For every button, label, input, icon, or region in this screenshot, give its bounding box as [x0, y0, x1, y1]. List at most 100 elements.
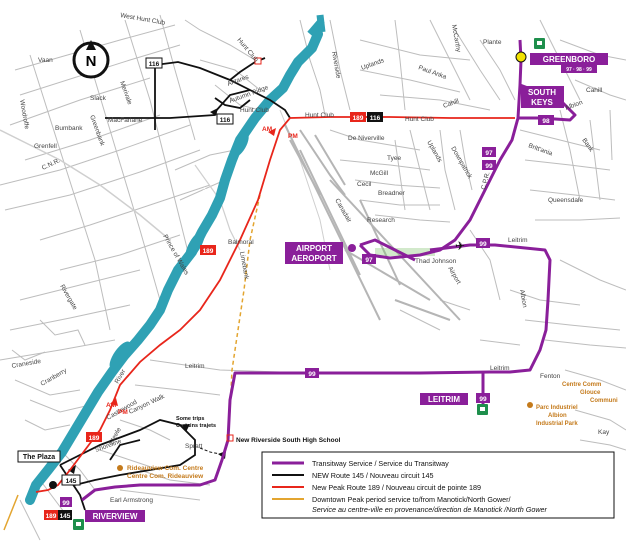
- badge-116-macfarlane: 116: [220, 117, 231, 124]
- annotation-am-north: AM: [262, 126, 272, 133]
- label-cnr: C.N.R.: [41, 157, 62, 172]
- the-plaza-label-box: [17, 450, 61, 463]
- annotation-industrial-albion: Albion: [548, 413, 567, 419]
- badge-116-west: 116: [149, 61, 160, 68]
- legend-transitway: Transitway Service / Service du Transitw…: [312, 459, 449, 468]
- route-189: [35, 116, 515, 493]
- annotation-pm-north: PM: [288, 133, 298, 140]
- rideauview-marker: [117, 465, 123, 471]
- badge-99-leitrim: 99: [308, 371, 316, 378]
- badge-145: 145: [66, 478, 77, 485]
- label-mccarthy: McCarthy: [450, 24, 462, 53]
- label-leitrim: Leitrim: [185, 363, 205, 370]
- label-limebank: Limebank: [238, 251, 250, 281]
- badge-189-mid: 189: [203, 248, 214, 255]
- label-paul-anka: Paul Anka: [417, 64, 447, 81]
- river-widening-south: [109, 341, 131, 369]
- airport-label-box: [285, 242, 343, 264]
- north-label: N: [86, 53, 97, 70]
- station-riverview: RIVERVIEW: [93, 512, 138, 521]
- label-research: Research: [367, 217, 395, 224]
- badge-97-north: 97: [485, 150, 493, 157]
- map-legend: Transitway Service / Service du Transitw…: [261, 451, 615, 519]
- label-thad-johnson: Thad Johnson: [415, 258, 457, 265]
- route-189-arrows: [110, 128, 276, 406]
- label-antares: Antares: [226, 73, 250, 87]
- school-marker: [226, 434, 234, 442]
- label-uplands-north: Uplands: [360, 57, 386, 72]
- terminal-area: [375, 248, 435, 256]
- river-north-branch: [307, 14, 326, 37]
- station-south-keys-line2: KEYS: [531, 98, 553, 107]
- industrial-park-marker: [527, 402, 533, 408]
- label-slack: Slack: [90, 95, 107, 102]
- badge-116-hunt-club: 116: [370, 115, 381, 122]
- label-hunt-club-vertical: Hunt Club: [240, 107, 269, 114]
- label-hunt-club-east: Hunt Club: [405, 116, 434, 123]
- street-network: [0, 14, 626, 541]
- badge-99-leitrim-station: 99: [479, 396, 487, 403]
- airport-runways: [284, 124, 461, 321]
- label-cranberry: Cranberry: [40, 367, 69, 388]
- badge-145-riverview: 145: [60, 513, 71, 520]
- label-queensdale: Queensdale: [548, 197, 583, 204]
- transitway-service: [81, 39, 577, 502]
- annotation-gloucester: Glouce: [580, 390, 601, 396]
- hunt-club-stop-marker: [254, 57, 262, 65]
- annotation-community: Communi: [590, 398, 618, 404]
- route-145-and-116: [59, 57, 291, 511]
- station-airport-line2: AEROPORT: [291, 254, 336, 263]
- riverview-label-box: [85, 510, 145, 522]
- legend-box: [261, 451, 615, 519]
- annotation-pm-south: PM: [118, 409, 128, 416]
- station-greenboro: GREENBORO: [543, 55, 595, 64]
- label-leitrim-east: Leitrim: [490, 365, 510, 372]
- annotation-industrial-fr: Parc Industriel: [536, 405, 578, 411]
- river-widening: [185, 230, 205, 260]
- label-craneside: Craneside: [11, 358, 42, 370]
- river-island: [231, 132, 249, 158]
- badge-99-east: 99: [479, 241, 487, 248]
- station-south-keys-line1: SOUTH: [528, 88, 556, 97]
- label-greenbank: Greenbank: [88, 114, 106, 147]
- annotation-certains-trajets: Certains trajets: [176, 423, 216, 429]
- annotation-rideauview-en: Rideauview Com. Centre: [127, 465, 204, 472]
- label-grenfell: Grenfell: [34, 143, 57, 150]
- rideau-river: [25, 29, 323, 505]
- station-airport-line1: AIRPORT: [296, 244, 332, 253]
- label-woodroffe: Woodroffe: [18, 99, 30, 130]
- label-vaan: Vaan: [38, 57, 53, 64]
- label-balmoral: Balmoral: [228, 239, 254, 246]
- label-leitrim-northeast: Leitrim: [508, 237, 528, 244]
- label-albion: Albion: [518, 289, 528, 308]
- label-spratt: Spratt: [185, 443, 203, 450]
- label-cpr: C.P.R.: [480, 171, 492, 191]
- badge-98: 98: [542, 118, 550, 125]
- annotations: AM PM AM PM Some trips Certains trajets …: [106, 126, 618, 480]
- badge-97-airport: 97: [365, 257, 373, 264]
- label-bumbank: Bumbank: [55, 125, 83, 132]
- label-macfarlane: MacFarlane: [108, 117, 143, 124]
- badge-99-riverview: 99: [62, 500, 70, 507]
- legend-downtown-fr: Service au centre-ville en provenance/di…: [312, 505, 548, 514]
- route-badges: 116 116 189 116 189 189 98 97 99 97 99 9…: [44, 57, 554, 520]
- label-earl-armstrong: Earl Armstrong: [110, 497, 153, 504]
- label-brittania: Britt'ania: [527, 142, 553, 157]
- label-cahill-east: Cahill: [586, 87, 603, 94]
- label-cahill-west: Cahill: [442, 98, 460, 110]
- station-labels: GREENBORO 97 · 98 · 99 SOUTH KEYS AIRPOR…: [17, 53, 608, 522]
- badge-189-riverview: 189: [46, 513, 57, 520]
- greenboro-routes: 97 · 98 · 99: [566, 67, 592, 73]
- bus-station-icons: [73, 38, 545, 530]
- label-riverside: Riverside: [330, 51, 342, 79]
- north-arrow-icon: N: [72, 40, 110, 79]
- label-tyee: Tyee: [387, 155, 401, 162]
- annotation-some-trips: Some trips: [176, 416, 204, 422]
- annotation-am-south: AM: [106, 402, 116, 409]
- greenboro-stop-marker: [515, 51, 527, 63]
- greenboro-label-box: [530, 53, 608, 65]
- annotation-rideauview-fr: Centre Com. Rideauview: [127, 473, 204, 480]
- label-cecil: Cecil: [357, 181, 372, 188]
